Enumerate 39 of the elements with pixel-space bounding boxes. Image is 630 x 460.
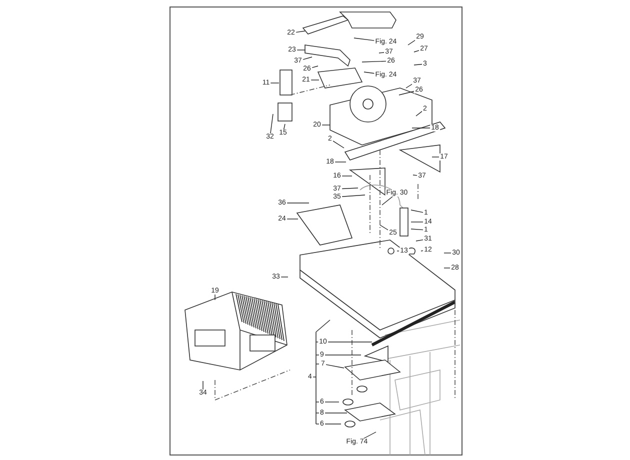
leader-line — [312, 376, 316, 378]
leader-line — [408, 40, 416, 46]
leader-line — [202, 380, 204, 390]
leader-line — [214, 294, 216, 300]
leader-line — [322, 124, 330, 126]
leader-line — [410, 228, 424, 230]
leader-line — [280, 276, 288, 278]
leader-line — [364, 72, 375, 74]
leader-line — [406, 84, 412, 88]
leader-line — [286, 202, 310, 204]
leader-line — [302, 56, 312, 60]
leader-line — [416, 239, 424, 242]
leader-line — [342, 194, 366, 197]
leader-line — [420, 250, 424, 252]
leader-line — [332, 140, 344, 148]
leader-line — [414, 50, 420, 52]
leader-line — [296, 30, 306, 33]
leader-line — [380, 224, 388, 230]
leader-line — [412, 174, 418, 176]
leader-line — [382, 196, 393, 206]
leader-line — [362, 60, 386, 62]
leader-line — [444, 252, 452, 254]
leader-line — [432, 156, 440, 158]
leader-line — [342, 188, 358, 190]
leader-line — [378, 52, 384, 54]
leader-line — [326, 364, 344, 368]
leader-line — [324, 354, 362, 356]
leader-line — [363, 432, 376, 439]
leader-line — [270, 82, 280, 84]
leader-line — [416, 110, 422, 116]
leader-line — [410, 210, 424, 213]
leader-line — [270, 114, 274, 134]
leader-line — [396, 250, 400, 252]
leader-line — [354, 38, 375, 41]
leader-line — [286, 218, 298, 220]
leader-line — [324, 412, 348, 414]
leader-line — [414, 64, 422, 66]
leader-line — [283, 124, 286, 130]
leader-line — [398, 90, 414, 96]
